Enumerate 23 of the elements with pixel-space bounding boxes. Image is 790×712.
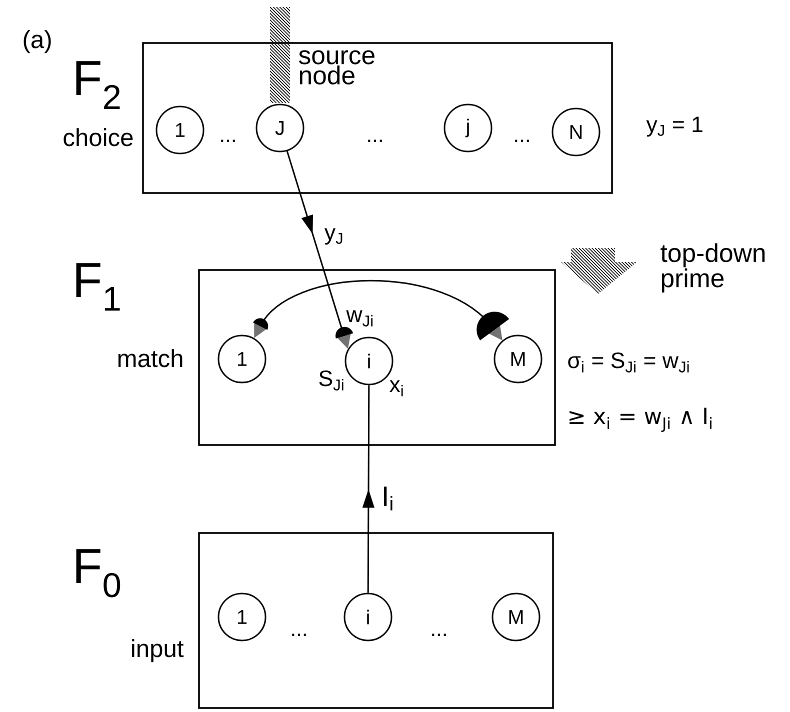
layer-label: F$_{0}$ — [76, 549, 120, 598]
layer-label: F$_{1}$ — [76, 263, 120, 311]
equation: y$_{J}$ = 1 — [646, 116, 702, 137]
equation: σ$_{i}$ = S$_{Ji}$ = w$_{Ji}$ — [568, 352, 689, 372]
ellipsis: ... — [432, 634, 446, 636]
layer-name: input — [132, 639, 184, 662]
layer-name: choice — [64, 128, 133, 146]
connection-arc — [253, 280, 510, 340]
signal-label: S$_{Ji}$ — [319, 370, 344, 390]
ellipsis: ... — [368, 140, 382, 142]
edge-label: I$_{i}$ — [380, 485, 396, 512]
node-caption: source node — [298, 50, 374, 84]
ellipsis: ... — [515, 140, 529, 142]
equation: ≥ x$_{i}$ = w$_{Ji}$ ∧ I$_{i}$ — [570, 408, 712, 432]
panel-label: (a) — [24, 30, 51, 54]
ellipsis: ... — [221, 140, 235, 142]
edge-label: y$_{J}$ — [323, 227, 346, 246]
weight-label: w$_{Ji}$ — [346, 310, 373, 326]
layer-label: F$_{2}$ — [76, 61, 120, 109]
layer-name: match — [118, 349, 182, 368]
arrow — [362, 385, 374, 593]
ellipsis: ... — [292, 634, 306, 636]
note: top-down prime — [660, 243, 765, 292]
